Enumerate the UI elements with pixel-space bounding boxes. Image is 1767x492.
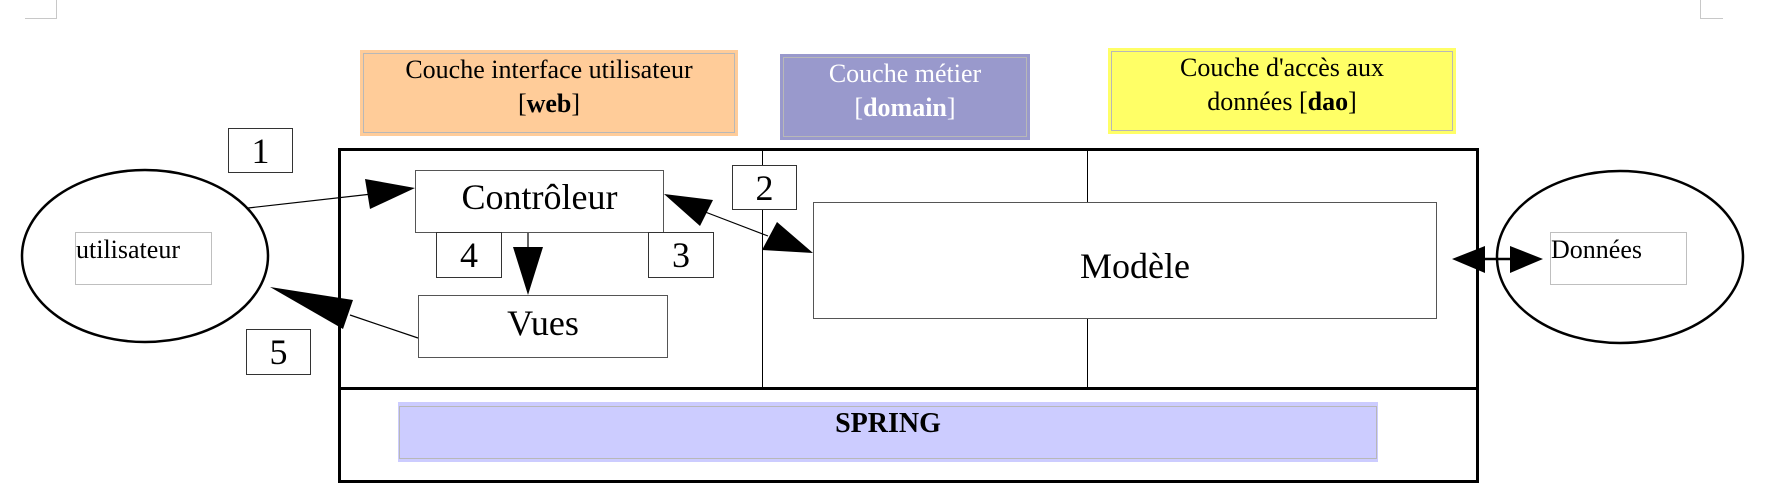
views-box: Vues: [418, 295, 668, 358]
layer-web-title: Couche interface utilisateur: [405, 55, 693, 84]
step-3-label: 3: [648, 232, 714, 278]
layer-domain-label: Couche métier [domain]: [780, 54, 1030, 140]
spring-label: SPRING: [835, 408, 941, 439]
model-box: Modèle: [813, 202, 1437, 319]
arrow-data-right-head: [1510, 246, 1543, 273]
layer-dao-label: Couche d'accès aux données [dao]: [1108, 48, 1456, 134]
layer-dao-title: Couche d'accès aux: [1180, 53, 1384, 82]
data-store-label: Données: [1550, 232, 1687, 285]
layer-web-label: Couche interface utilisateur [web]: [360, 50, 738, 136]
layer-domain-title: Couche métier: [828, 59, 982, 88]
bracket: ]: [946, 93, 956, 122]
layer-separator-web-domain: [762, 150, 763, 388]
layer-dao-title-cont: données [: [1207, 87, 1308, 116]
user-actor-label: utilisateur: [75, 232, 212, 285]
step-1-label: 1: [228, 128, 293, 173]
layer-dao-name: dao: [1307, 87, 1349, 116]
bracket: ]: [1348, 87, 1357, 116]
step-4-label: 4: [436, 232, 502, 278]
bracket: ]: [571, 89, 581, 118]
spring-framework-band: SPRING: [398, 402, 1378, 462]
page-corner-mark-top-right: [1700, 0, 1723, 19]
layer-web-name: web: [526, 89, 572, 118]
layer-domain-name: domain: [863, 93, 947, 122]
bracket: [: [517, 89, 527, 118]
step-2-label: 2: [732, 165, 797, 210]
spring-divider: [338, 387, 1479, 390]
page-corner-mark-top-left: [25, 0, 57, 19]
bracket: [: [854, 93, 864, 122]
controller-box: Contrôleur: [415, 170, 664, 233]
step-5-label: 5: [246, 329, 311, 375]
